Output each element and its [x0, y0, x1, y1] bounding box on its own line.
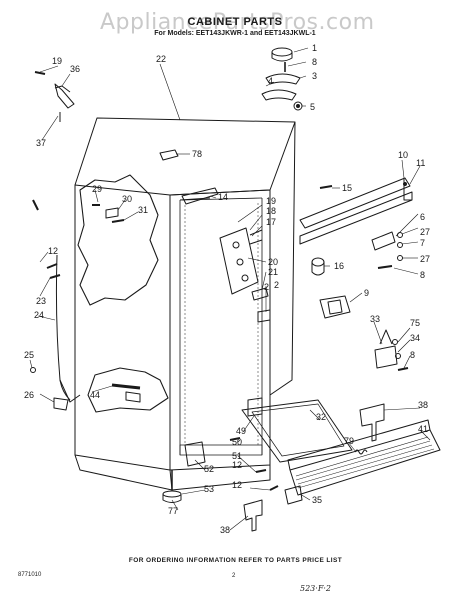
callout-77: 77: [168, 506, 178, 516]
callout-10: 10: [398, 150, 408, 160]
callout-7: 7: [420, 238, 425, 248]
callout-5: 5: [310, 102, 315, 112]
callout-26: 26: [24, 390, 34, 400]
door-rail: [299, 177, 411, 229]
callout-22: 22: [156, 54, 166, 64]
callout-1: 1: [312, 43, 317, 53]
watermark: AppliancePartsPros.com: [100, 10, 375, 35]
leader-lines: [29, 47, 431, 531]
callout-4: 4: [268, 76, 273, 86]
callout-30: 30: [122, 194, 132, 204]
diagram-title: CABINET PARTS: [187, 16, 283, 28]
detail-outline-left: [77, 174, 159, 306]
page-number: 2: [232, 573, 236, 579]
cabinet-back-edge: [269, 121, 296, 396]
callout-14: 14: [218, 192, 228, 202]
cabinet-base: [169, 465, 271, 491]
drawing-code: 8771010: [18, 572, 42, 578]
drip-tray: [241, 399, 353, 463]
cabinet-top: [74, 117, 296, 196]
handwritten-note: 523·F·2: [300, 584, 331, 593]
leveling-bracket: [184, 441, 206, 467]
callout-52: 52: [204, 464, 214, 474]
callout-19: 19: [52, 56, 62, 66]
callout-53: 53: [204, 484, 214, 494]
grille-bracket-right: [359, 403, 385, 442]
cabinet-left-side: [74, 184, 171, 471]
model-subtitle: For Models: EET143JKWR-1 and EET143JKWL-…: [154, 30, 316, 37]
callout-12: 12: [232, 480, 242, 490]
detail-outline-bottom: [87, 367, 169, 413]
callout-38: 38: [418, 400, 428, 410]
callout-49: 49: [236, 426, 246, 436]
callout-50: 50: [232, 437, 242, 447]
door-stop: [319, 295, 351, 319]
cabinet-front-opening: [169, 189, 271, 471]
callout-27: 27: [420, 254, 430, 264]
lower-hinge-plate: [374, 345, 398, 369]
callout-16: 16: [334, 261, 344, 271]
callout-75: 75: [410, 318, 420, 328]
callout-34: 34: [410, 333, 420, 343]
callout-51: 51: [232, 451, 242, 461]
callout-41: 41: [418, 424, 428, 434]
callout-12: 12: [232, 460, 242, 470]
latch-bracket: [371, 231, 396, 251]
callout-31: 31: [138, 205, 148, 215]
callout-11: 11: [416, 158, 425, 168]
callout-8: 8: [420, 270, 425, 280]
callout-3: 3: [312, 71, 317, 81]
plug-button: [159, 149, 179, 161]
callout-23: 23: [36, 296, 46, 306]
callout-29: 29: [92, 184, 102, 194]
callout-32: 32: [316, 412, 326, 422]
callout-2: 2: [274, 280, 279, 290]
callout-78: 78: [192, 149, 202, 159]
roller: [311, 257, 325, 267]
callout-20: 20: [268, 257, 278, 267]
callout-8: 8: [312, 57, 317, 67]
left-hinge-bracket: [54, 83, 75, 109]
ordering-note: FOR ORDERING INFORMATION REFER TO PARTS …: [128, 557, 343, 564]
callout-18: 18: [266, 206, 276, 216]
center-hinge-bracket: [219, 227, 259, 295]
callout-25: 25: [24, 350, 34, 360]
callout-8: 8: [410, 350, 415, 360]
callout-17: 17: [266, 217, 276, 227]
callout-33: 33: [370, 314, 380, 324]
callout-21: 21: [268, 267, 278, 277]
callout-79: 79: [344, 436, 354, 446]
callout-12: 12: [48, 246, 58, 256]
callout-44: 44: [90, 390, 100, 400]
callout-9: 9: [364, 288, 369, 298]
callout-35: 35: [312, 495, 322, 505]
hinge-cap: [271, 47, 293, 57]
toe-grille: [289, 429, 441, 496]
callout-37: 37: [36, 138, 46, 148]
grille-bracket-left: [243, 499, 263, 532]
hinge-plate: [265, 73, 301, 85]
hinge-pin-plate: [261, 89, 297, 101]
drain-cord: [55, 254, 71, 401]
callout-27: 27: [420, 227, 430, 237]
leveling-foot: [162, 490, 182, 498]
callout-15: 15: [342, 183, 352, 193]
callout-38: 38: [220, 525, 230, 535]
callout-19: 19: [266, 196, 276, 206]
callout-6: 6: [420, 212, 425, 222]
callout-36: 36: [70, 64, 80, 74]
callout-2: 2: [264, 282, 269, 292]
callout-24: 24: [34, 310, 44, 320]
